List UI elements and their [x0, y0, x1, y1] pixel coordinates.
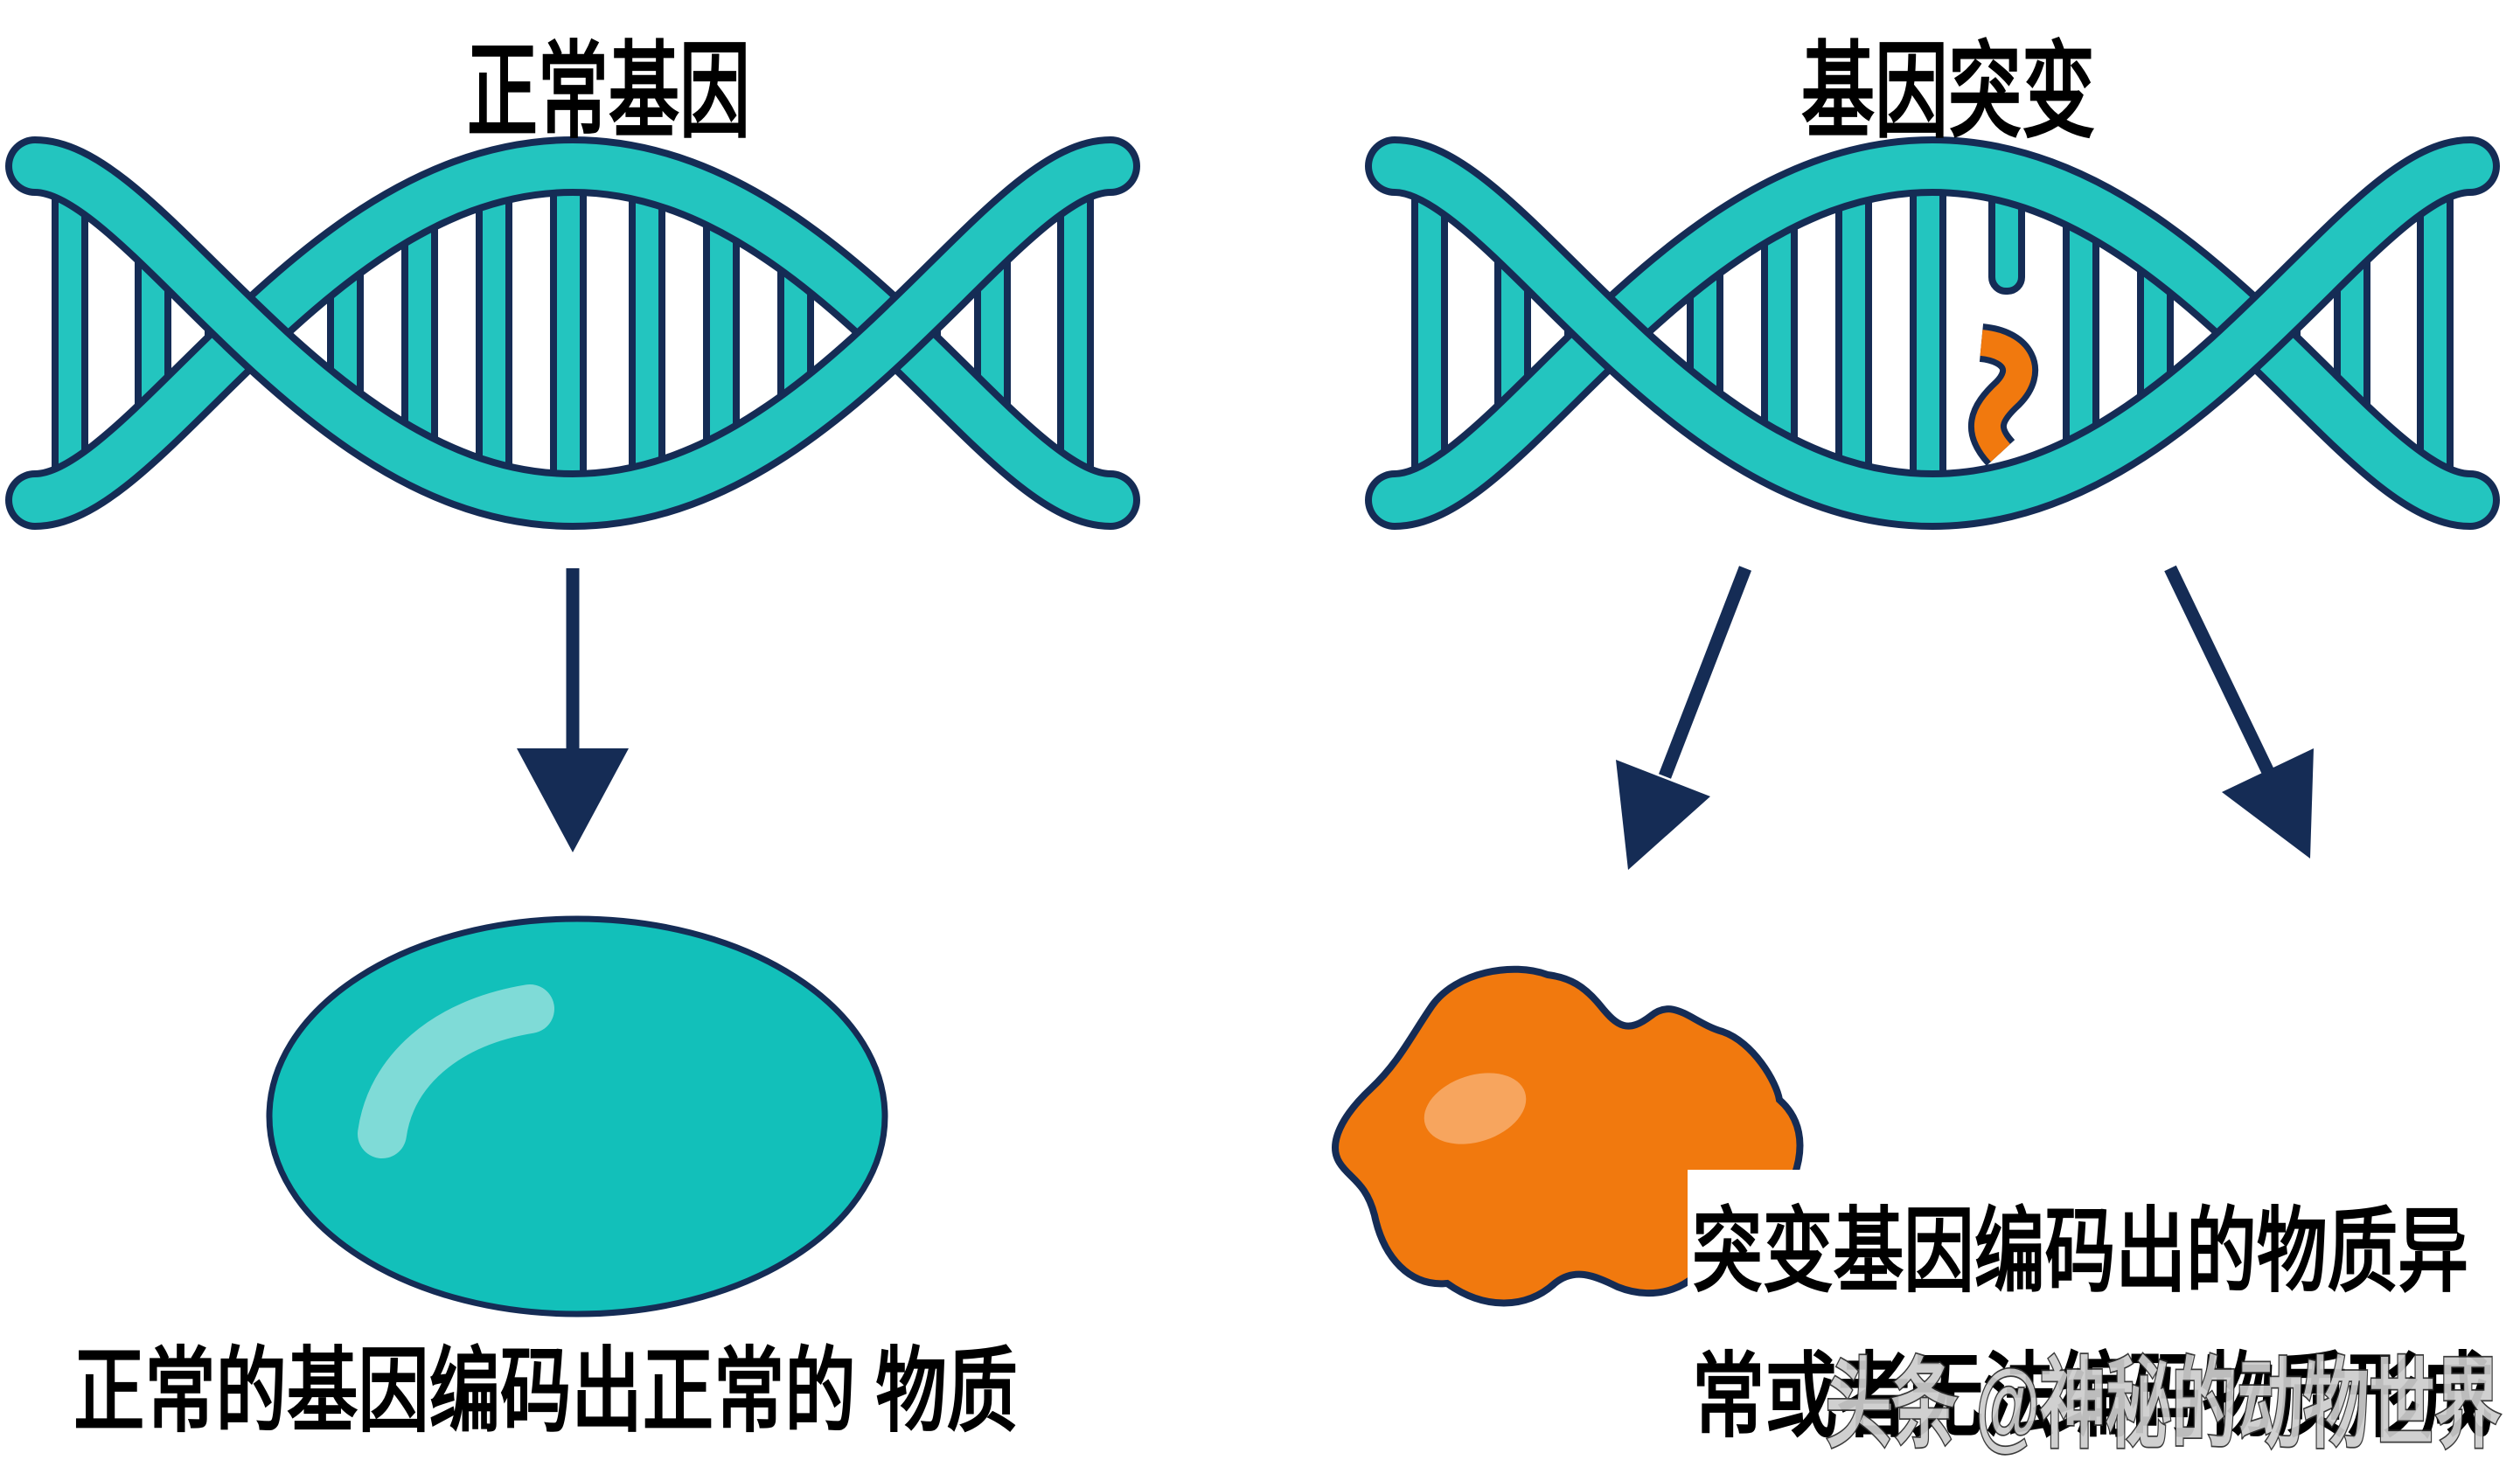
arrow-head — [1616, 760, 1710, 870]
caption-normal: 正常的基因编码出正常的 物质 — [73, 1340, 1018, 1443]
caption-mutated-line2: 常或者无法编码物质形成 — [1692, 1345, 2493, 1449]
dna-helix-normal — [5, 136, 1140, 531]
caption-backdrop — [1688, 1170, 2520, 1460]
dna-helix-mutated — [1365, 136, 2500, 531]
dna-rung — [1057, 173, 1094, 493]
arrow-shaft — [2164, 565, 2274, 775]
dna-rung — [1835, 174, 1872, 503]
dna-strand — [12, 143, 1133, 523]
arrow-down-right-icon — [2164, 565, 2314, 859]
mutant-protein-blob — [1332, 965, 1804, 1307]
arrow-head — [2222, 748, 2314, 859]
mutant-protein-highlight — [1424, 1073, 1527, 1144]
dna-strand — [1372, 143, 2493, 523]
dna-rung — [401, 202, 438, 464]
normal-protein-blob — [266, 915, 888, 1317]
normal-protein-highlight — [358, 984, 554, 1158]
arrow-head — [517, 748, 629, 852]
dna-strand — [1372, 143, 2493, 524]
watermark: 头条 @神秘的动物世界 — [1826, 1350, 2501, 1459]
arrow-down-icon — [517, 568, 629, 852]
arrow-down-left-icon — [1616, 566, 1751, 870]
title-gene-mutation: 基因突变 — [1801, 33, 2095, 150]
caption-mutated-line1: 突变基因编码出的物质异 — [1692, 1200, 2468, 1304]
dna-rung — [52, 173, 88, 493]
normal-protein-shape — [266, 915, 888, 1317]
dna-strand — [12, 143, 1133, 524]
dna-rung — [1411, 173, 1448, 493]
mutated-fragment — [1974, 330, 2033, 462]
title-normal-gene: 正常基因 — [467, 33, 750, 150]
dna-rung — [703, 203, 740, 463]
dna-rung — [1910, 163, 1946, 504]
dna-rung — [476, 174, 512, 503]
dna-rung — [2417, 173, 2454, 493]
dna-rung — [550, 163, 587, 504]
dna-rung — [2063, 203, 2099, 463]
mutant-protein-shape — [1332, 965, 1804, 1307]
dna-rung — [629, 174, 665, 503]
arrow-shaft — [1659, 566, 1751, 779]
